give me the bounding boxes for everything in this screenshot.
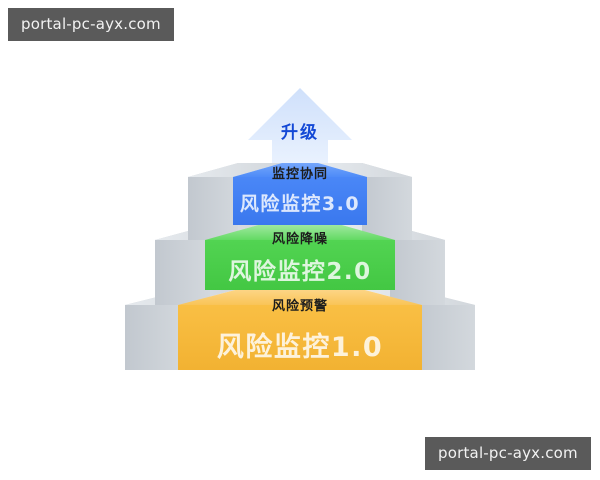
tier-3-side-blocks <box>188 163 412 240</box>
tier-2-front-label: 风险监控2.0 <box>228 259 372 285</box>
upgrade-arrow-icon <box>248 88 352 166</box>
arrow-label: 升级 <box>281 123 319 143</box>
tier-1-top-label: 风险预警 <box>271 299 329 314</box>
tier-2-top-label: 风险降噪 <box>271 232 329 247</box>
watermark-top-left: portal-pc-ayx.com <box>8 8 174 41</box>
tier-2-block <box>205 225 395 290</box>
tier-3-block <box>233 163 367 225</box>
tier-1-block <box>178 290 422 370</box>
tier-3-top-label: 监控协同 <box>271 167 329 182</box>
tier-3-front-label: 风险监控3.0 <box>239 193 361 215</box>
tier-1-front-label: 风险监控1.0 <box>216 332 384 363</box>
watermark-bottom-right: portal-pc-ayx.com <box>425 437 591 470</box>
